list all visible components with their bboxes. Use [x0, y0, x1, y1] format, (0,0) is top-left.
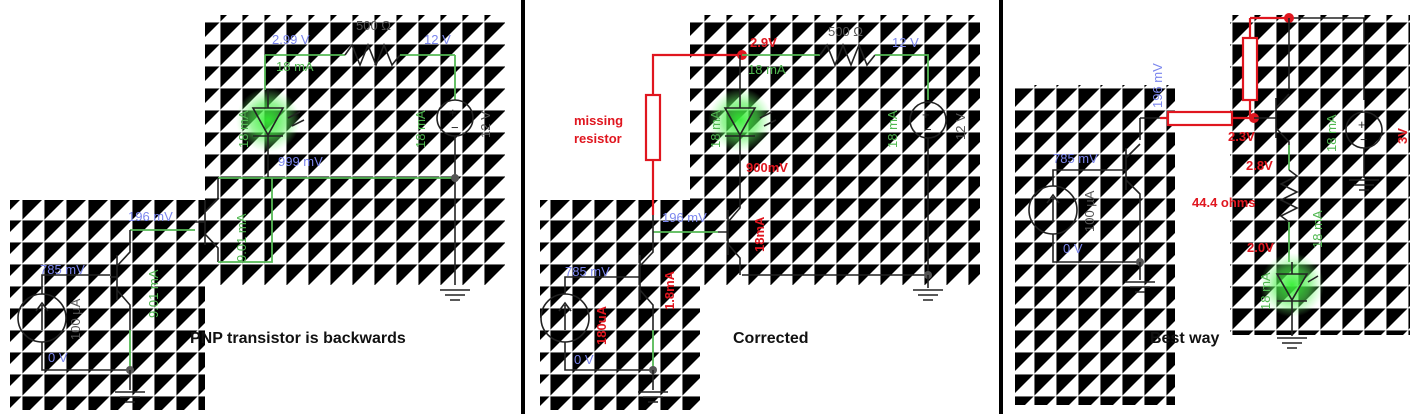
grid-background: [205, 15, 505, 285]
node-voltage-label: 999 mV: [278, 154, 323, 169]
current-label: 18 mA: [748, 62, 786, 77]
pnp-transistor-icon: [195, 178, 219, 262]
resistor-label: 500 Ω: [828, 24, 863, 39]
svg-text:−: −: [451, 120, 459, 135]
node-voltage-label: 196 mV: [662, 210, 707, 225]
node-voltage-annotation: 2.8V: [1246, 158, 1273, 173]
current-label: 18 mA: [708, 110, 723, 148]
ground-icon: [1125, 262, 1155, 293]
node-voltage-annotation: 2.0V: [1247, 240, 1274, 255]
current-annotation: 18mA: [752, 216, 767, 252]
node-voltage-label: 196 mV: [128, 209, 173, 224]
grid-background: [1015, 85, 1175, 405]
source-voltage-annotation: 3V: [1395, 128, 1410, 144]
ground-icon: [913, 275, 943, 301]
svg-text:−: −: [1360, 132, 1368, 147]
panel-caption: PNP transistor is backwards: [190, 330, 406, 347]
led-glow: [708, 88, 772, 152]
ground-voltage-label: 0 V: [48, 350, 68, 365]
ground-voltage-label: 0 V: [574, 352, 594, 367]
node-voltage-label: 196 mV: [1150, 63, 1165, 108]
node-voltage-annotation: 2.9V: [750, 35, 777, 50]
current-label: 18 mA: [1324, 114, 1339, 152]
ground-icon: [115, 370, 145, 403]
led-icon: [1275, 262, 1309, 330]
svg-text:+: +: [449, 105, 457, 120]
led-glow: [236, 88, 300, 152]
current-annotation: 1.8mA: [662, 270, 677, 310]
current-label: 18 mA: [885, 110, 900, 148]
node-voltage-label: 12 V: [892, 35, 919, 50]
node-voltage-label: 785 mV: [565, 264, 610, 279]
panel-1-backwards: + − 2.99 V 500 Ω 12 V 18 mA 18 mA 18 mA …: [17, 18, 493, 403]
node-voltage-label: 2.99 V: [272, 32, 310, 47]
npn-transistor-icon: [1118, 143, 1141, 262]
current-label: 18 mA: [413, 110, 428, 148]
node-voltage-annotation: 900mV: [746, 160, 788, 175]
missing-resistor-annotation: missing: [574, 113, 623, 128]
current-label: 18 mA: [236, 110, 251, 148]
panel-2-corrected: + − 2.9V 500 Ω 12 V 18 mA 18 mA 18 mA 12…: [540, 24, 968, 403]
source-voltage-label: 12 V: [953, 113, 968, 140]
led-glow: [1260, 253, 1324, 317]
current-source-label: 100 µA: [1082, 190, 1097, 232]
current-source-label: 100 µA: [68, 298, 83, 340]
svg-text:−: −: [924, 122, 932, 137]
base-resistor-icon: [1166, 110, 1234, 127]
resistor-annotation: 44.4 ohms: [1192, 195, 1256, 210]
led-icon: [723, 55, 757, 200]
ground-icon: [1349, 148, 1379, 191]
grid-background: [10, 200, 205, 410]
missing-resistor-wire: [651, 53, 742, 215]
ground-icon: [1277, 330, 1307, 349]
svg-text:+: +: [922, 107, 930, 122]
node-voltage-label: 12 V: [424, 32, 451, 47]
missing-resistor-icon: [644, 93, 662, 162]
current-label: 18 mA: [1258, 272, 1273, 310]
current-label: 9.01 mA: [146, 269, 161, 318]
ground-icon: [440, 289, 470, 301]
resistor-label: 500 Ω: [356, 18, 391, 33]
npn-transistor-icon: [110, 230, 131, 330]
current-label: 9.01 mA: [234, 213, 249, 262]
base-resistor-icon: [1241, 36, 1259, 102]
resistor-500: [819, 42, 876, 68]
node-voltage-annotation: 2.3V: [1228, 129, 1255, 144]
current-label: 18 mA: [276, 59, 314, 74]
npn-transistor-icon: [632, 215, 654, 330]
led-icon: [251, 90, 285, 178]
current-label: 18 mA: [1310, 210, 1325, 248]
svg-text:+: +: [1358, 117, 1366, 132]
node-voltage-label: 785 mV: [1053, 151, 1098, 166]
node-voltage-label: 785 mV: [40, 262, 85, 277]
pnp-transistor-icon: [1254, 18, 1290, 162]
source-voltage-label: 12 V: [478, 111, 493, 138]
resistor-500: [344, 42, 401, 68]
panel-3-best-way: + − 196 mV 785 mV 100 µA 0 V 2.3V 2.8V 4…: [1028, 13, 1410, 349]
resistor-44ohm: [1279, 169, 1299, 223]
current-source-annotation: 180uA: [594, 305, 609, 345]
ground-voltage-label: 0 V: [1063, 241, 1083, 256]
missing-resistor-annotation: resistor: [574, 131, 622, 146]
panel-caption: Best way: [1150, 330, 1219, 347]
panel-caption: Corrected: [733, 330, 809, 347]
ground-icon: [638, 370, 668, 403]
pnp-transistor-icon: [718, 200, 741, 275]
